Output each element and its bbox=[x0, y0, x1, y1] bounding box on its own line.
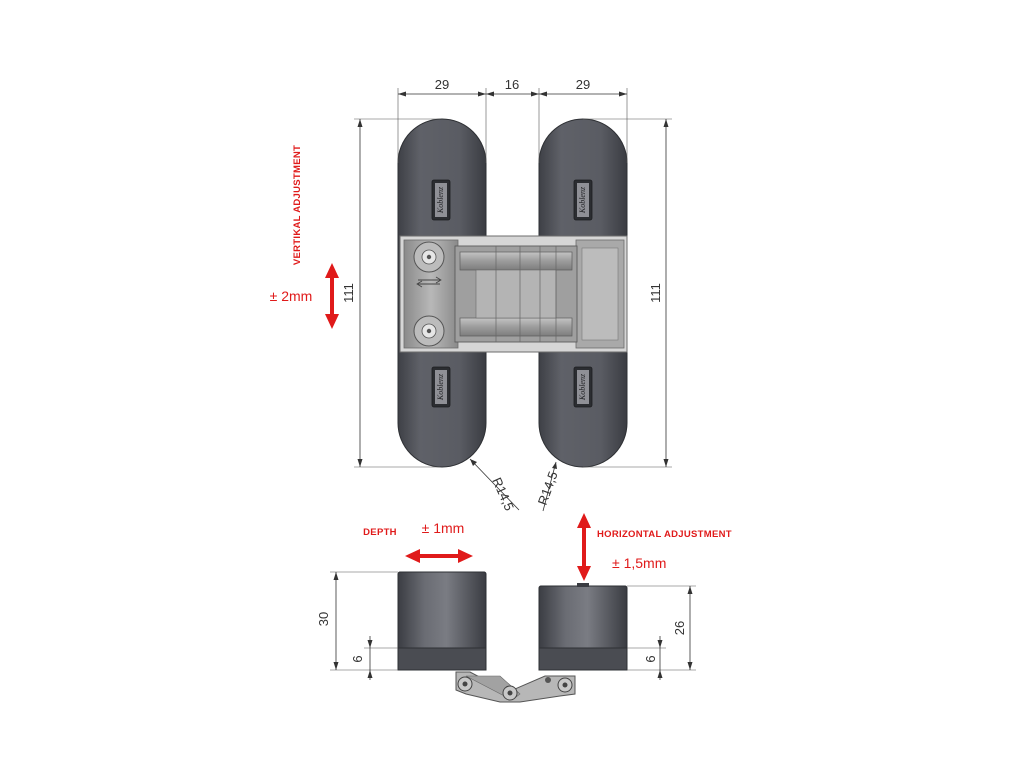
top-width-dimensions: 29 16 29 bbox=[397, 77, 628, 163]
svg-text:Koblenz: Koblenz bbox=[578, 373, 587, 401]
side-right-dimensions: 26 6 bbox=[627, 585, 696, 680]
right-height-dimension: 111 bbox=[583, 118, 672, 468]
svg-text:R14,5: R14,5 bbox=[489, 475, 517, 513]
vertical-adjustment-value: ± 2mm bbox=[270, 288, 313, 304]
dim-right-width: 29 bbox=[576, 77, 590, 92]
front-view: Koblenz Koblenz Koblenz Koblenz bbox=[270, 77, 672, 513]
dim-height-right: 111 bbox=[648, 283, 663, 303]
dim-side-left-height: 30 bbox=[316, 612, 331, 626]
dim-height-left: 111 bbox=[341, 283, 356, 303]
vertical-red-arrow-icon bbox=[577, 513, 591, 581]
depth-label: DEPTH bbox=[363, 527, 397, 538]
svg-text:R14,5: R14,5 bbox=[535, 469, 561, 507]
right-side-block bbox=[538, 583, 628, 671]
svg-text:Koblenz: Koblenz bbox=[436, 373, 445, 401]
adjustment-screw-top bbox=[413, 241, 445, 273]
brand-logo-bottom-left: Koblenz bbox=[431, 366, 451, 408]
dim-left-width: 29 bbox=[435, 77, 449, 92]
linkage-arms bbox=[455, 671, 576, 703]
dim-side-right-height: 26 bbox=[672, 621, 687, 635]
svg-text:Koblenz: Koblenz bbox=[578, 186, 587, 214]
brand-logo-top-left: Koblenz bbox=[431, 179, 451, 221]
depth-value: ± 1mm bbox=[422, 520, 465, 536]
dim-side-left-base: 6 bbox=[350, 655, 365, 662]
brand-logo-bottom-right: Koblenz bbox=[573, 366, 593, 408]
hinge-mechanism bbox=[399, 235, 628, 353]
double-arrow-icon bbox=[416, 276, 442, 288]
horizontal-adjustment-annotation: HORIZONTAL ADJUSTMENT ± 1,5mm bbox=[577, 513, 732, 581]
horizontal-arrow-icon bbox=[405, 549, 473, 563]
left-side-block bbox=[397, 571, 487, 671]
vertical-adjustment-label: VERTIKAL ADJUSTMENT bbox=[292, 145, 303, 265]
svg-text:Koblenz: Koblenz bbox=[436, 186, 445, 214]
dim-gap: 16 bbox=[505, 77, 519, 92]
vertical-arrow-icon bbox=[325, 263, 339, 329]
horizontal-adjustment-label: HORIZONTAL ADJUSTMENT bbox=[597, 529, 732, 540]
dim-side-right-base: 6 bbox=[643, 655, 658, 662]
side-left-dimensions: 30 6 bbox=[316, 571, 398, 680]
radius-callout-right: R14,5 bbox=[535, 461, 561, 512]
depth-adjustment-annotation: DEPTH ± 1mm bbox=[363, 520, 473, 563]
vertical-adjustment-annotation: VERTIKAL ADJUSTMENT ± 2mm bbox=[270, 145, 339, 329]
horizontal-adjustment-value: ± 1,5mm bbox=[612, 555, 666, 571]
left-height-dimension: 111 bbox=[341, 118, 440, 468]
side-view: 30 6 26 6 DEPTH ± 1mm bbox=[316, 513, 732, 703]
brand-logo-top-right: Koblenz bbox=[573, 179, 593, 221]
radius-callout-left: R14,5 bbox=[469, 458, 520, 513]
adjustment-screw-bottom bbox=[413, 315, 445, 347]
